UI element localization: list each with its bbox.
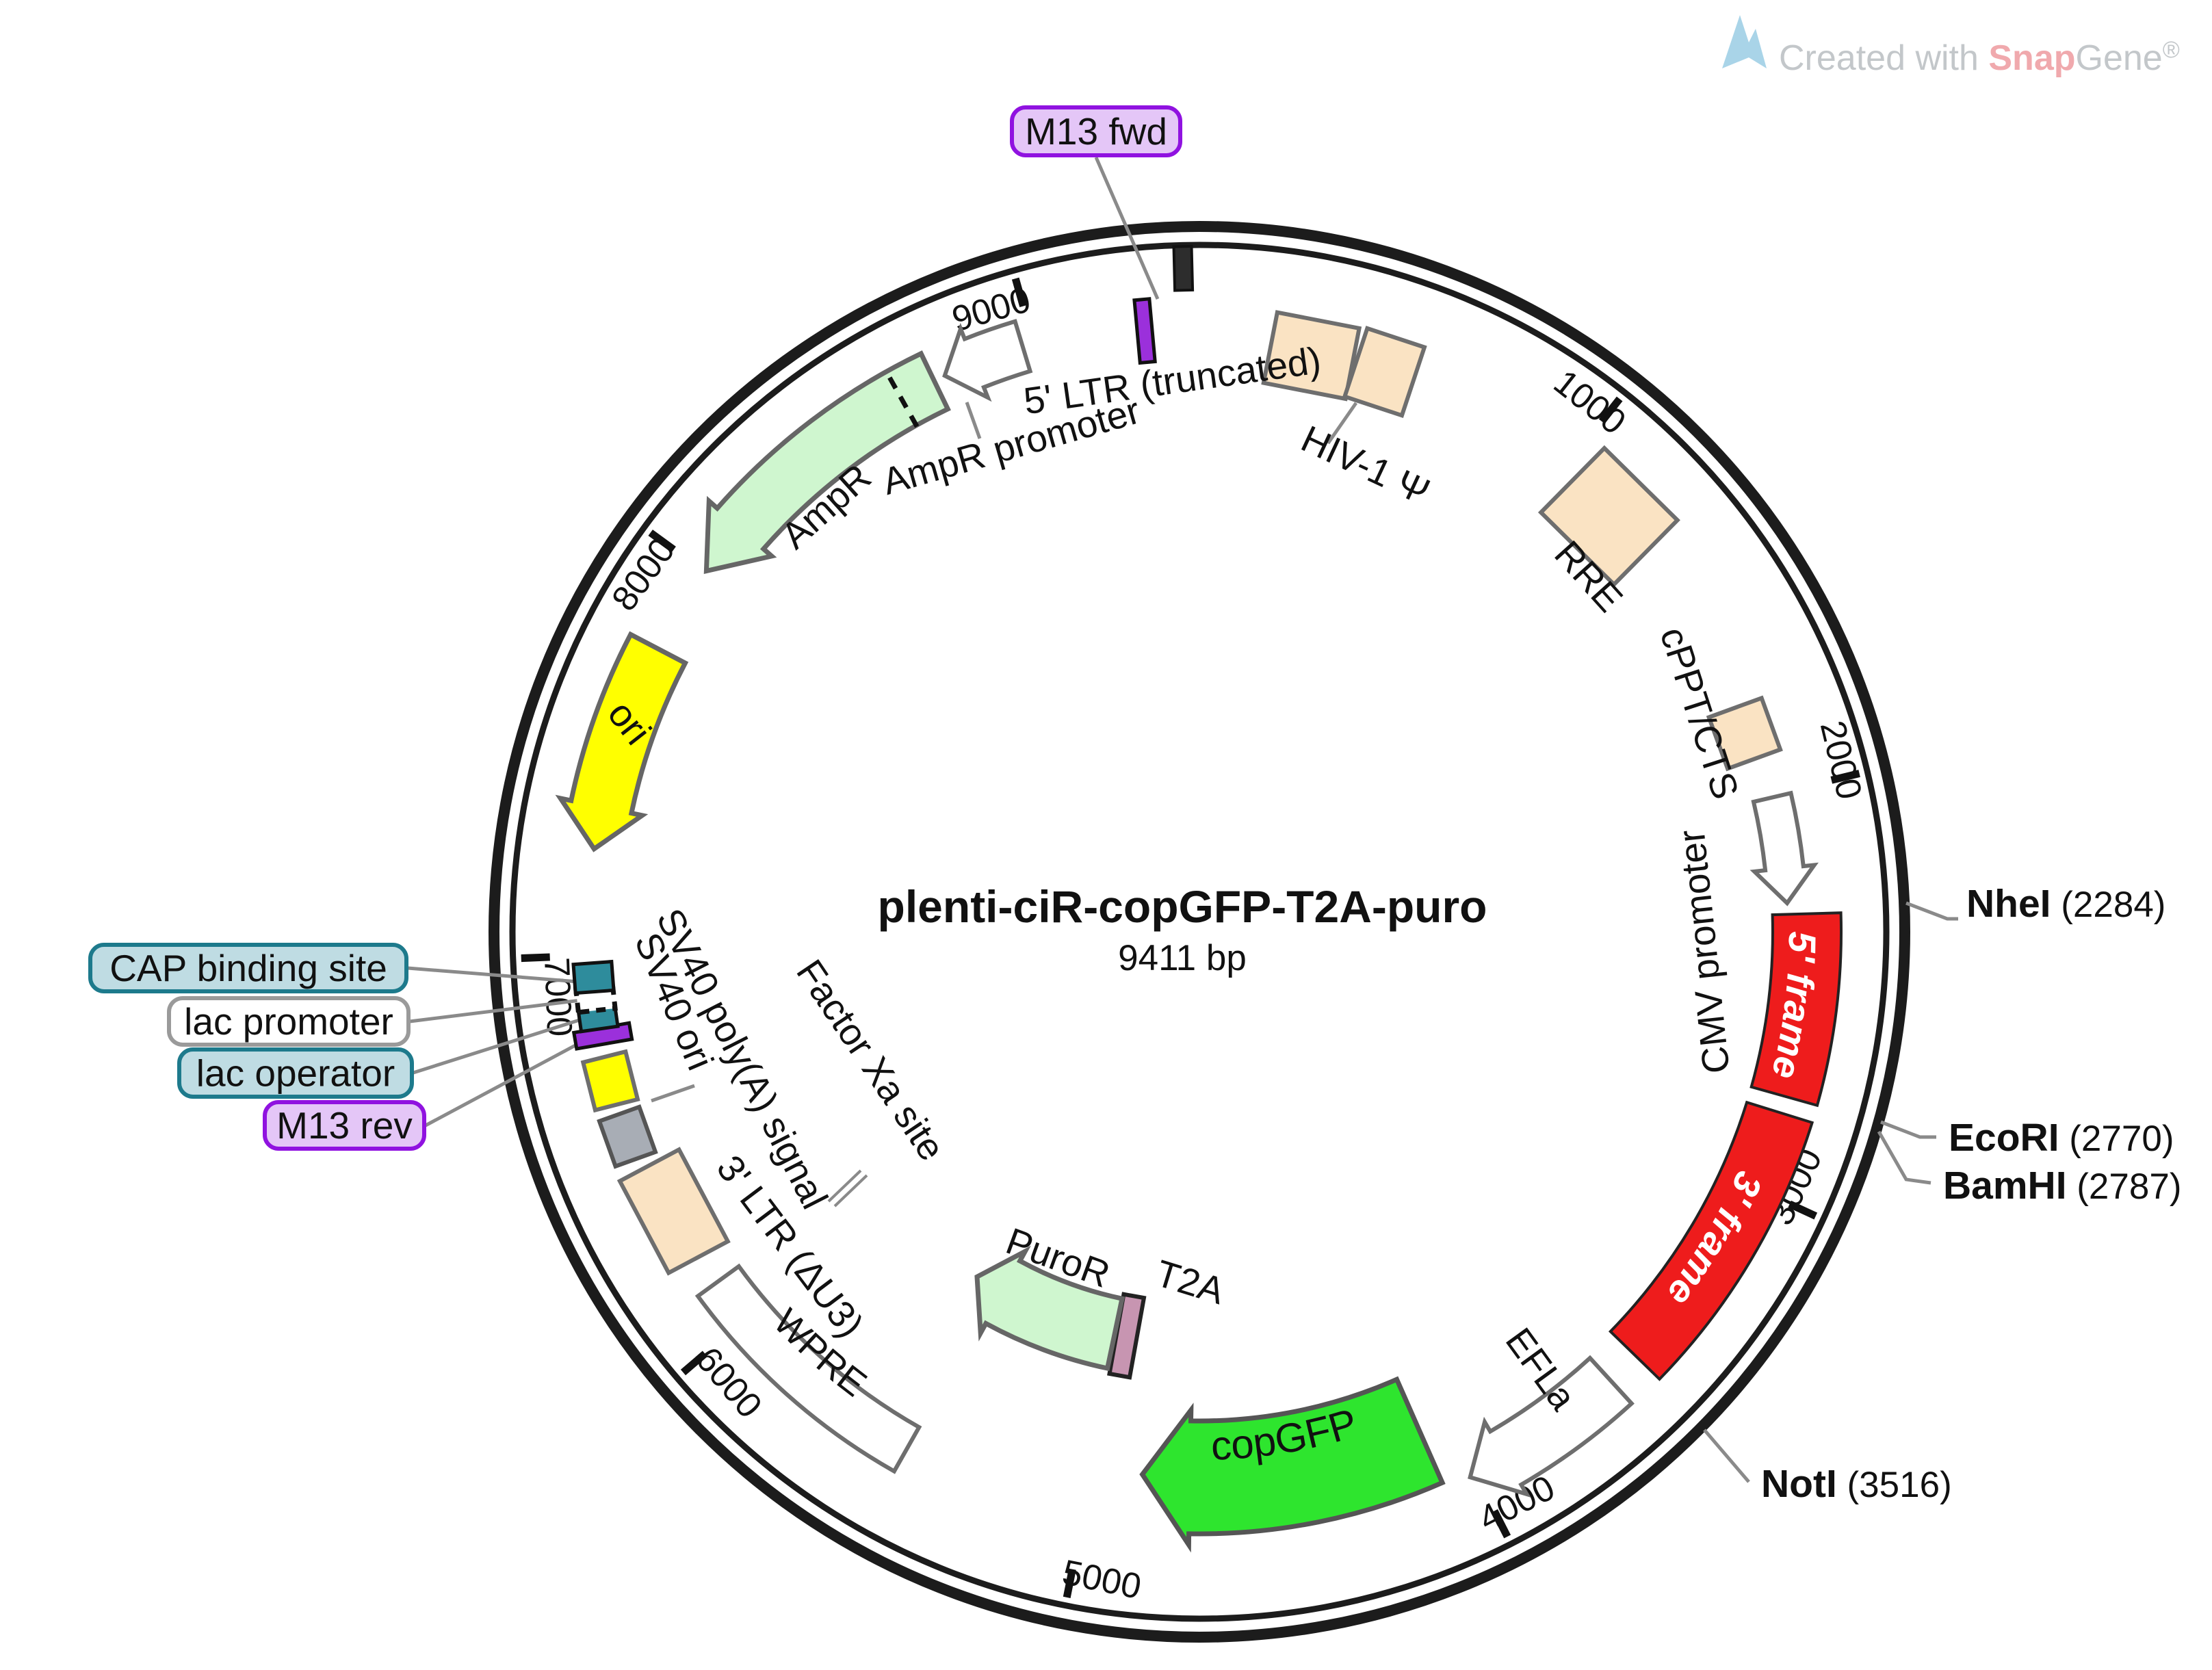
label-cmv-promoter: CMV promoter xyxy=(1670,828,1738,1075)
feature-cap-binding-marker xyxy=(571,959,616,995)
feature-ori-arrow xyxy=(555,631,689,852)
feature-sv40-polya-box xyxy=(597,1104,658,1169)
plasmid-title: plenti-ciR-copGFP-T2A-puro xyxy=(878,881,1487,932)
feature-three-ltr-box xyxy=(616,1147,731,1276)
tick-mark-8000 xyxy=(648,530,676,553)
leader-nhei xyxy=(1905,901,1958,921)
leader-five-ltr xyxy=(965,402,982,439)
leader-factor-xa-1 xyxy=(827,1169,862,1203)
watermark-text: Created with SnapGene® xyxy=(1779,37,2180,78)
tick-mark-2000 xyxy=(1830,770,1860,784)
leader-bamhi xyxy=(1877,1130,1931,1185)
feature-sv40-ori-box xyxy=(580,1049,640,1113)
label-box-cap-binding: CAP binding site xyxy=(88,943,408,993)
label-box-lac-promoter: lac promoter xyxy=(167,996,411,1047)
enzyme-label-bamhi: BamHI (2787) xyxy=(1943,1164,2181,1208)
leader-m13-fwd xyxy=(1094,157,1160,300)
leader-factor-xa-2 xyxy=(833,1174,868,1208)
label-box-cap-binding-text: CAP binding site xyxy=(109,947,387,989)
tick-label-1000: 1000 xyxy=(1546,363,1633,443)
snapgene-watermark: Created with SnapGene® xyxy=(1722,15,2180,78)
feature-ampr-arrow xyxy=(703,350,951,575)
leader-noti xyxy=(1703,1428,1750,1483)
tick-mark-7000 xyxy=(521,953,550,963)
feature-three-frame xyxy=(1608,1100,1814,1381)
enzyme-label-ecori: EcoRI (2770) xyxy=(1949,1116,2174,1160)
feature-copgfp-arrow xyxy=(1139,1376,1446,1553)
label-box-m13-rev-text: M13 rev xyxy=(276,1104,413,1147)
ampr-signal-boundary xyxy=(883,369,920,428)
feature-five-ltr-truncated xyxy=(1172,244,1195,292)
tick-mark-3000 xyxy=(1788,1200,1818,1220)
tick-mark-6000 xyxy=(680,1351,707,1376)
enzyme-label-nhei: NheI (2284) xyxy=(1966,882,2165,926)
label-box-lac-promoter-text: lac promoter xyxy=(184,1000,393,1043)
snapgene-logo-icon xyxy=(1722,15,1767,68)
feature-wpre-box xyxy=(694,1263,922,1474)
leader-ecori xyxy=(1880,1120,1936,1139)
label-box-lac-operator: lac operator xyxy=(177,1047,414,1099)
plasmid-size: 9411 bp xyxy=(1118,938,1247,978)
feature-m13-fwd-marker xyxy=(1132,297,1157,365)
tick-label-5000: 5000 xyxy=(1059,1552,1145,1606)
label-factor-xa: Factor Xa site xyxy=(788,952,953,1168)
feature-cmv-promoter-arrow xyxy=(1749,790,1819,906)
tick-mark-5000 xyxy=(1063,1568,1076,1598)
enzyme-label-noti: NotI (3516) xyxy=(1761,1462,1952,1506)
label-box-lac-operator-text: lac operator xyxy=(196,1052,395,1095)
feature-cppt-box xyxy=(1706,695,1783,772)
leader-lac-operator xyxy=(413,1013,597,1075)
tick-mark-1000 xyxy=(1598,396,1623,424)
leader-sv40 xyxy=(651,1084,695,1103)
label-five-ltr: 5' LTR (truncated) xyxy=(1021,339,1323,422)
label-box-m13-rev: M13 rev xyxy=(263,1100,426,1151)
label-t2a: T2A xyxy=(1151,1251,1229,1312)
plasmid-ring-inner xyxy=(509,242,1890,1622)
leader-m13-rev xyxy=(424,1028,605,1127)
tick-mark-4000 xyxy=(1491,1509,1511,1539)
label-box-m13-fwd-text: M13 fwd xyxy=(1025,110,1167,153)
tick-label-2000: 2000 xyxy=(1812,717,1869,803)
feature-five-frame xyxy=(1749,911,1843,1108)
leader-cap-binding xyxy=(407,966,596,985)
label-hiv-psi: HIV-1 Ψ xyxy=(1295,417,1436,513)
feature-hiv-psi-box-2 xyxy=(1342,326,1427,419)
leader-hiv-psi xyxy=(1326,402,1358,445)
tick-mark-9000 xyxy=(1011,277,1027,308)
feature-ampr-promoter-arrow xyxy=(942,319,1033,402)
label-box-m13-fwd: M13 fwd xyxy=(1010,105,1182,157)
feature-efla-arrow xyxy=(1468,1355,1635,1498)
leader-lac-promoter xyxy=(409,997,593,1023)
feature-rre-box xyxy=(1537,445,1680,588)
feature-puror-arrow xyxy=(974,1245,1125,1372)
plasmid-ring-outer xyxy=(489,221,1910,1643)
feature-hiv-psi-box-1 xyxy=(1261,310,1362,402)
